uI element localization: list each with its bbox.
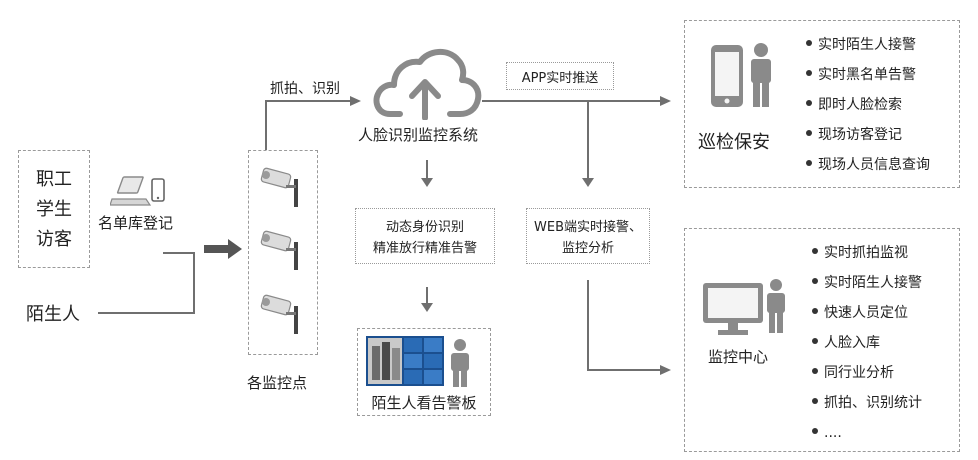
label-staff: 职工 — [36, 169, 72, 190]
system-to-dynamic-connector — [426, 160, 428, 180]
list-item: 现场访客登记 — [806, 120, 930, 150]
person-icon — [767, 279, 785, 333]
label-capture: 抓拍、识别 — [270, 81, 340, 97]
list-item: 即时人脸检索 — [806, 90, 930, 120]
list-item: 实时陌生人接警 — [806, 30, 930, 60]
list-item: 同行业分析 — [812, 358, 922, 388]
monitor-center-box — [684, 228, 960, 452]
label-system: 人脸识别监控系统 — [358, 126, 479, 144]
label-web-line2: 监控分析 — [561, 241, 614, 256]
big-arrow-icon — [204, 239, 242, 259]
web-alarm-box — [526, 208, 650, 264]
dynamic-identification-box — [355, 208, 495, 264]
center-connector — [587, 280, 589, 370]
capture-connector — [265, 100, 267, 150]
list-item: 快速人员定位 — [812, 298, 922, 328]
monitor-points-box — [248, 150, 318, 355]
arrow-right-icon — [660, 96, 671, 106]
label-monitor-points: 各监控点 — [247, 374, 308, 392]
arrow-down-icon — [421, 178, 433, 187]
person-icon — [451, 339, 469, 387]
arrow-down-icon — [582, 178, 594, 187]
label-dynamic-line1: 动态身份识别 — [385, 220, 464, 235]
label-register: 名单库登记 — [98, 214, 174, 232]
patrol-guard-box — [684, 20, 960, 188]
stranger-connector — [98, 312, 194, 314]
cloud-right-connector — [482, 100, 662, 102]
dynamic-to-board-connector — [426, 287, 428, 305]
stranger-connector-top — [163, 252, 195, 254]
list-item: 人脸入库 — [812, 328, 922, 358]
arrow-down-icon — [421, 303, 433, 312]
app-push-box — [506, 62, 614, 90]
list-item: 实时抓拍监视 — [812, 238, 922, 268]
label-student: 学生 — [36, 199, 72, 220]
list-item: 抓拍、识别统计 — [812, 388, 922, 418]
label-alarm-board: 陌生人看告警板 — [371, 394, 477, 412]
patrol-feature-list: 实时陌生人接警 实时黑名单告警 即时人脸检索 现场访客登记 现场人员信息查询 — [806, 30, 930, 180]
mobile-phone-icon — [711, 45, 743, 107]
monitor-icon — [703, 283, 763, 335]
person-icon — [751, 43, 771, 107]
camera-icon — [260, 294, 298, 334]
list-item: 现场人员信息查询 — [806, 150, 930, 180]
camera-icon — [260, 167, 298, 207]
list-item: 实时陌生人接警 — [812, 268, 922, 298]
label-visitor: 访客 — [36, 229, 72, 250]
registered-people-box — [18, 150, 90, 268]
label-web-line1: WEB端实时接警、 — [534, 220, 642, 235]
center-title: 监控中心 — [708, 348, 769, 366]
list-item: .... — [812, 418, 922, 448]
label-stranger: 陌生人 — [26, 304, 80, 325]
patrol-title: 巡检保安 — [698, 132, 770, 153]
cloud-upload-icon — [373, 49, 482, 120]
label-app-push: APP实时推送 — [521, 71, 599, 86]
label-dynamic-line2: 精准放行精准告警 — [372, 241, 477, 256]
camera-icon — [260, 230, 298, 270]
web-connector — [587, 100, 589, 180]
video-wall-icon — [366, 336, 444, 386]
center-feature-list: 实时抓拍监视 实时陌生人接警 快速人员定位 人脸入库 同行业分析 抓拍、识别统计… — [812, 238, 922, 448]
alarm-board-box — [357, 328, 491, 416]
laptop-phone-icon — [110, 176, 165, 206]
list-item: 实时黑名单告警 — [806, 60, 930, 90]
arrow-right-icon — [350, 96, 361, 106]
arrow-right-icon — [660, 365, 671, 375]
